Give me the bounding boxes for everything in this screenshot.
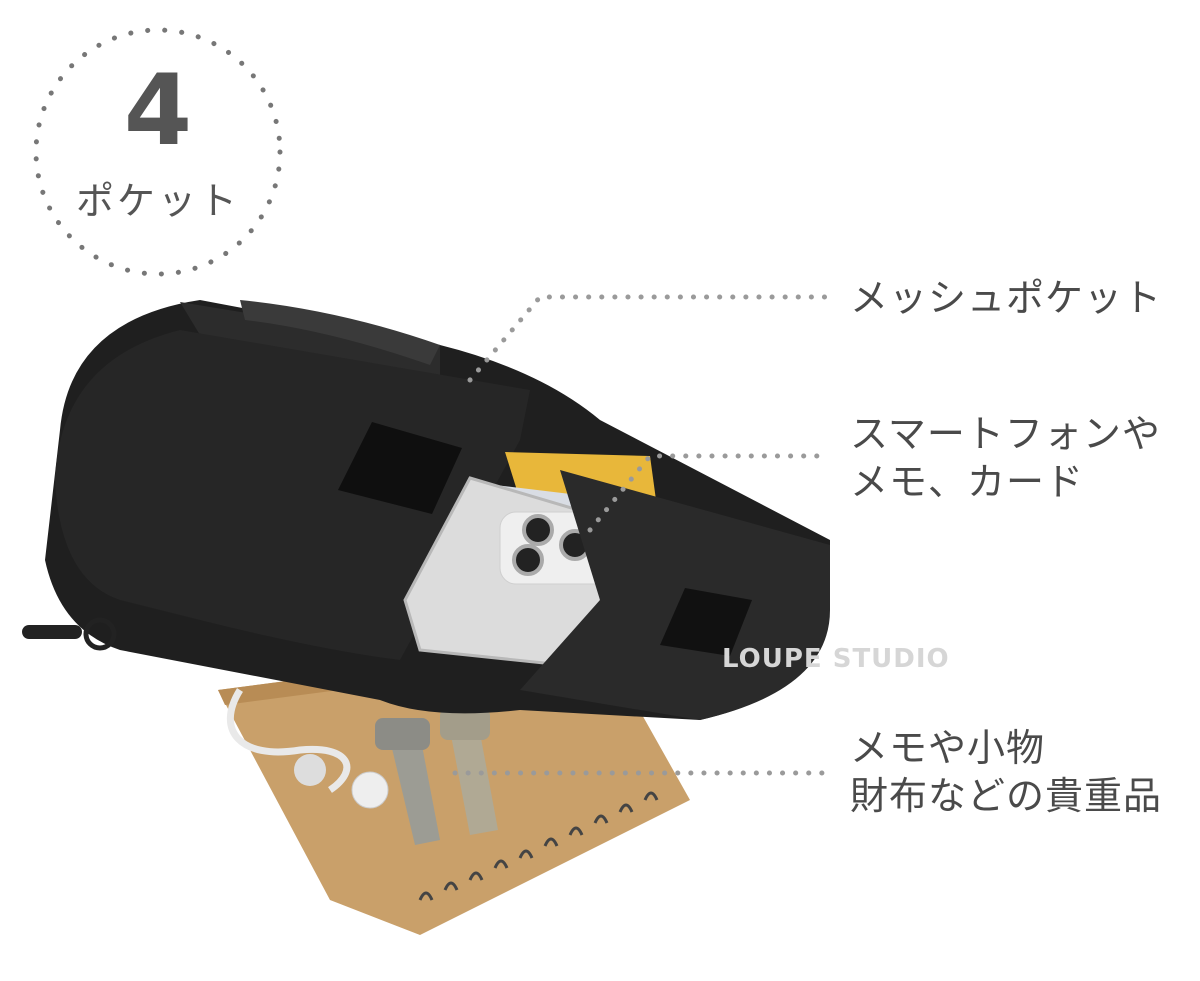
leader-lines <box>452 294 829 776</box>
callout-mesh-pocket: メッシュポケット <box>850 274 1162 322</box>
callout-line: メモや小物 <box>850 726 1046 770</box>
watermark: LOUPE STUDIO <box>722 644 950 674</box>
callout-main-pocket: メモや小物 財布などの貴重品 <box>850 724 1162 820</box>
badge-circle <box>33 27 283 277</box>
pocket-count-label: ポケット <box>75 179 240 223</box>
callout-line: メモ、カード <box>850 460 1085 504</box>
pocket-count: 4 <box>123 54 193 168</box>
velcro-patch <box>660 588 752 656</box>
callout-line: メッシュポケット <box>850 276 1163 320</box>
earphones <box>226 688 389 809</box>
bag-flap <box>520 470 830 720</box>
leader-mesh <box>467 294 829 383</box>
smartphone <box>403 476 614 670</box>
callout-line: 財布などの貴重品 <box>850 774 1163 818</box>
callout-phone-pocket: スマートフォンや メモ、カード <box>850 410 1161 506</box>
callout-line: スマートフォンや <box>850 412 1161 456</box>
keys <box>375 708 498 845</box>
